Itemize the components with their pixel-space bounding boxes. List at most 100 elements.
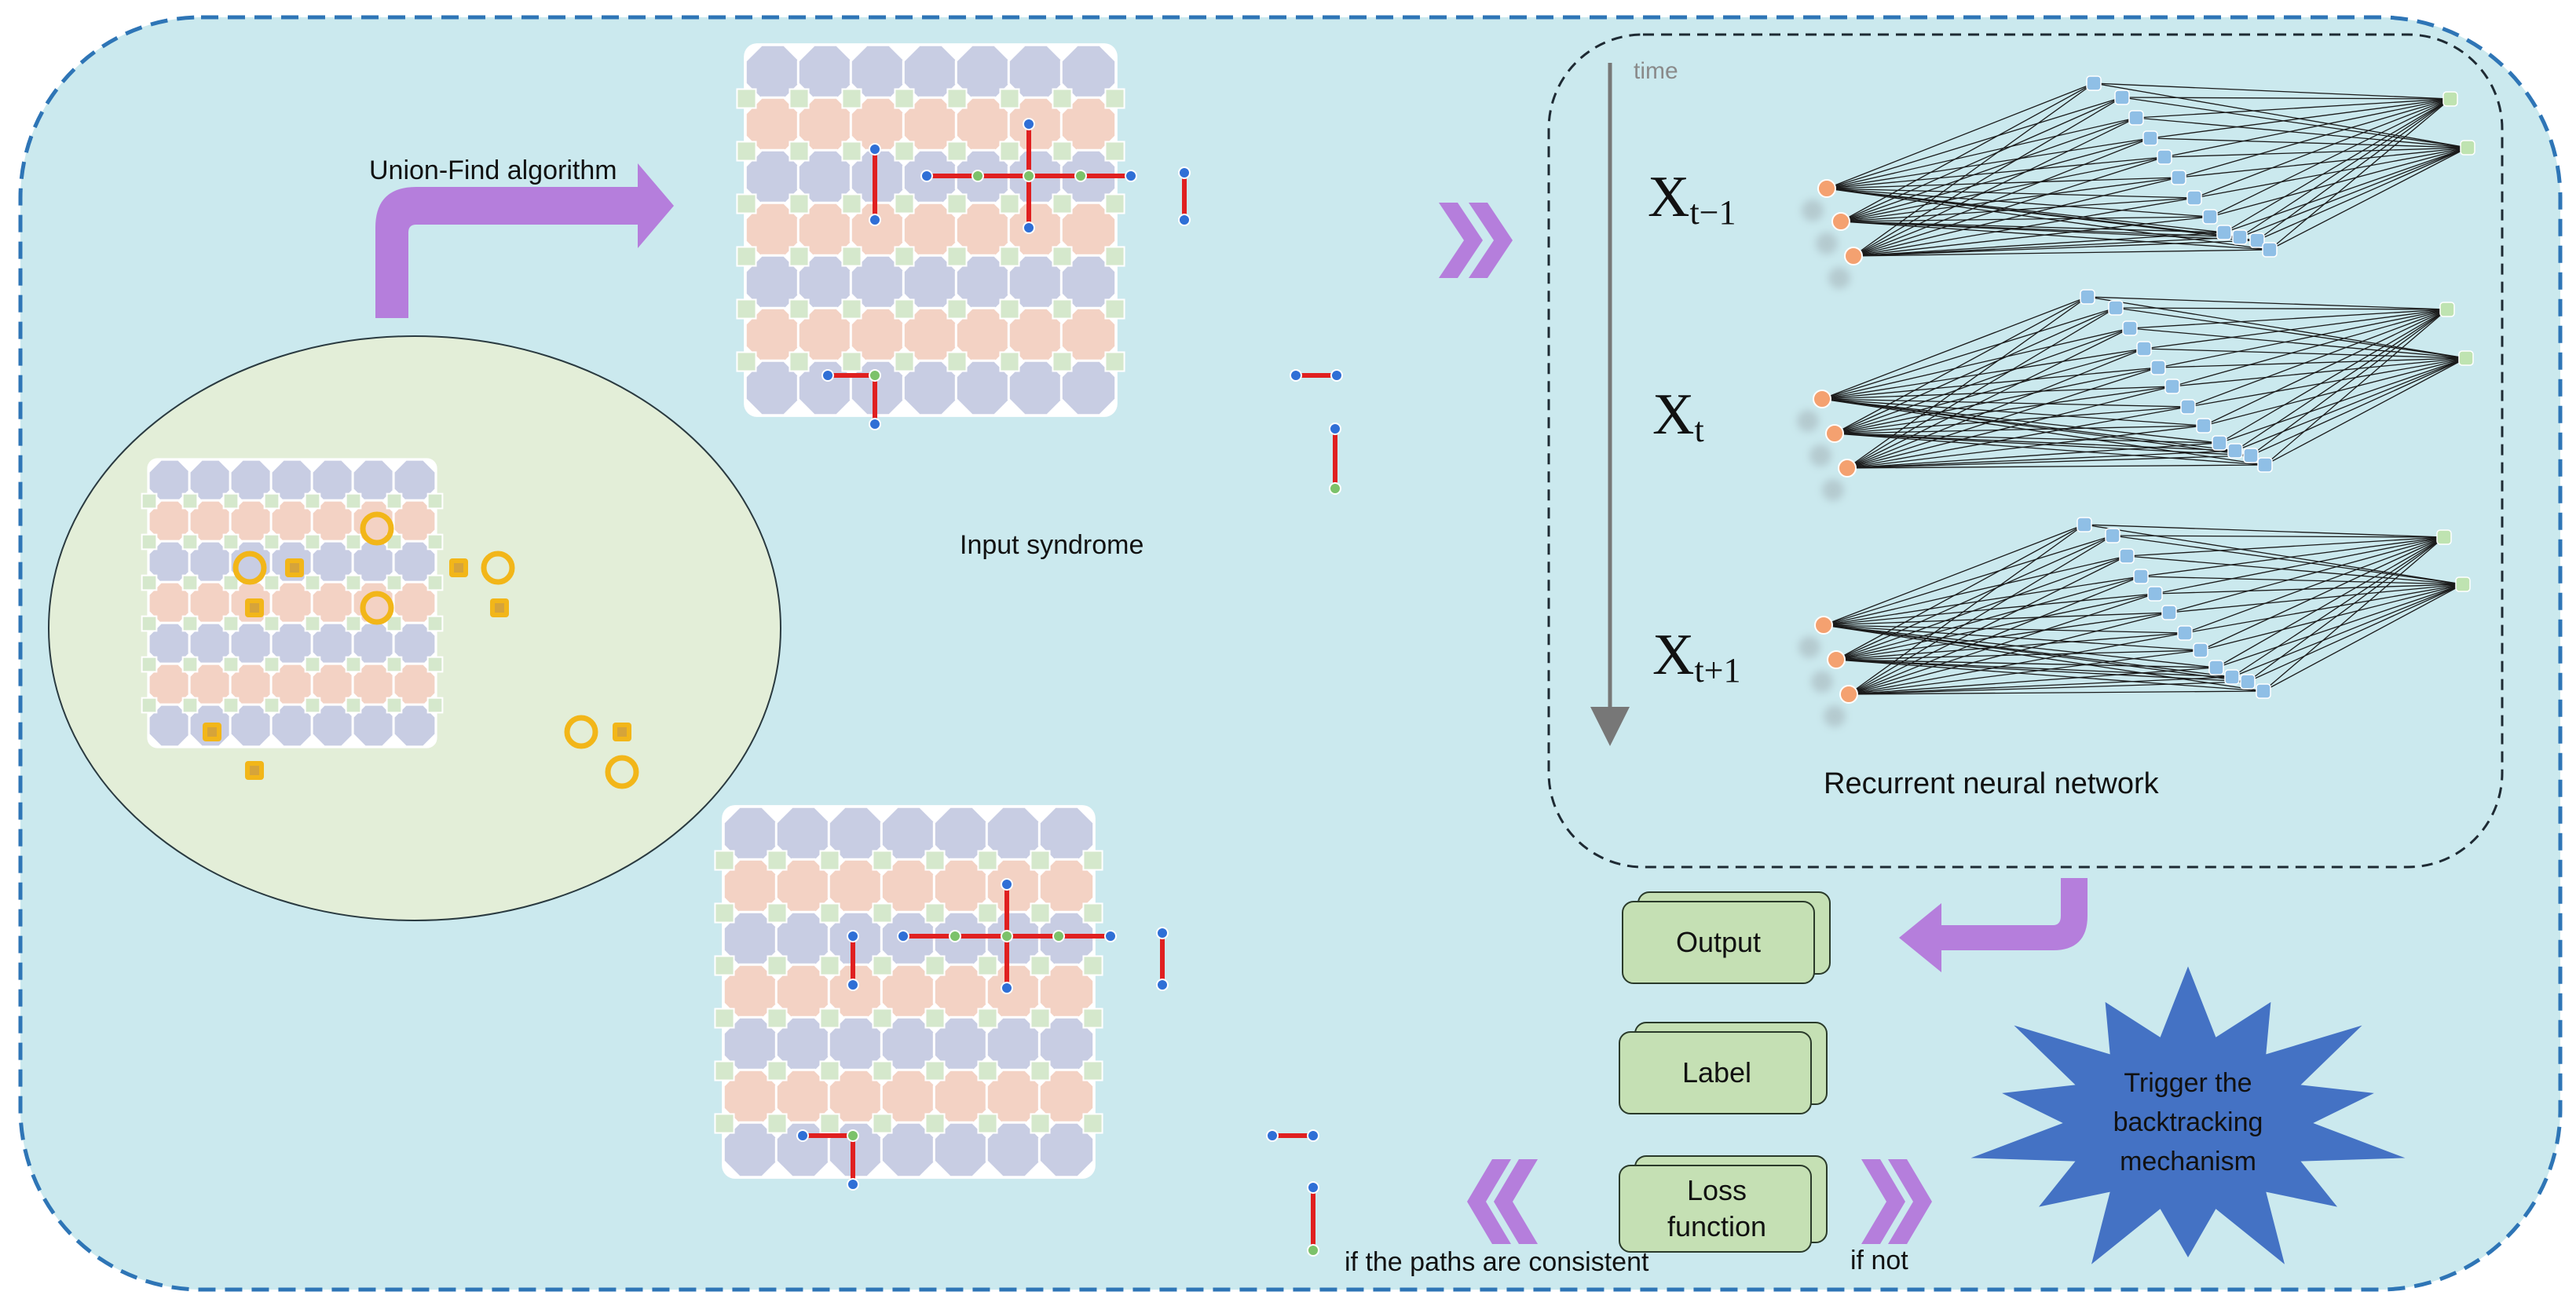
lattice-square bbox=[714, 1113, 735, 1134]
lattice-square bbox=[426, 615, 444, 632]
nn-edge bbox=[2223, 147, 2468, 233]
nn-edge bbox=[2247, 536, 2445, 682]
nn-edge bbox=[2234, 309, 2448, 452]
path-node bbox=[1307, 1129, 1319, 1142]
rnn-box bbox=[1547, 33, 2504, 869]
nn-edge bbox=[2112, 535, 2464, 585]
path-node bbox=[869, 369, 881, 382]
nn-edge bbox=[1840, 156, 2165, 222]
nn-edge bbox=[1848, 576, 2142, 695]
nn-edge bbox=[2256, 147, 2468, 241]
lattice-square bbox=[304, 697, 321, 714]
path-node bbox=[796, 1129, 809, 1142]
lattice-square bbox=[736, 351, 757, 372]
nn-edge bbox=[2264, 357, 2467, 466]
nn-edge bbox=[1826, 137, 2151, 189]
lattice-square bbox=[714, 1060, 735, 1081]
path-node bbox=[1290, 369, 1302, 382]
nn-edge bbox=[2178, 98, 2451, 178]
lattice-square bbox=[181, 615, 199, 632]
lattice-square bbox=[386, 656, 403, 673]
x-t-minus-1-label: Xt−1 bbox=[1648, 165, 1736, 232]
lattice-square bbox=[977, 902, 998, 924]
nn-edge bbox=[2234, 357, 2467, 452]
nn-edge bbox=[1834, 433, 2220, 444]
nn-edge bbox=[1846, 386, 2173, 469]
lattice-square bbox=[345, 574, 362, 591]
lattice-square bbox=[141, 615, 158, 632]
lattice-square bbox=[141, 533, 158, 551]
nn-edge bbox=[2126, 555, 2464, 585]
hidden-node bbox=[2150, 360, 2166, 375]
nn-edge bbox=[1853, 117, 2137, 257]
lattice-square bbox=[789, 88, 810, 109]
lattice-square bbox=[263, 615, 280, 632]
nn-edge bbox=[2157, 309, 2448, 368]
lattice-square bbox=[1052, 193, 1073, 214]
nn-edge bbox=[1834, 307, 2117, 434]
hidden-node bbox=[2257, 457, 2273, 473]
node-shadow bbox=[1824, 705, 1846, 727]
hidden-node bbox=[2119, 548, 2135, 564]
nn-edge bbox=[1835, 593, 2156, 660]
nn-edge bbox=[1821, 328, 2131, 400]
output-arrow-icon bbox=[1899, 878, 2088, 972]
syndrome-ring bbox=[360, 591, 394, 625]
nn-edge bbox=[2157, 357, 2467, 368]
hidden-node bbox=[2208, 660, 2224, 675]
lattice-square bbox=[872, 850, 893, 871]
lattice-square bbox=[263, 533, 280, 551]
lattice-square bbox=[819, 1113, 840, 1134]
nn-edge bbox=[2231, 584, 2464, 678]
lattice-square bbox=[999, 246, 1020, 267]
path-node bbox=[971, 170, 984, 182]
hidden-node bbox=[2232, 229, 2248, 245]
nn-edge bbox=[1840, 197, 2195, 222]
lattice-square bbox=[714, 1008, 735, 1029]
lattice-square bbox=[789, 351, 810, 372]
lattice-square bbox=[1052, 141, 1073, 162]
nn-edge bbox=[2126, 536, 2445, 557]
path-node bbox=[847, 1129, 859, 1142]
nn-edge bbox=[2264, 309, 2448, 466]
lattice-square bbox=[894, 351, 915, 372]
hidden-node bbox=[2164, 379, 2180, 394]
lattice-square bbox=[1082, 1060, 1103, 1081]
hidden-node bbox=[2133, 569, 2149, 584]
lattice-square bbox=[894, 246, 915, 267]
lattice-square bbox=[345, 533, 362, 551]
path-node bbox=[1023, 221, 1035, 234]
hidden-node bbox=[2147, 586, 2163, 602]
nn-edge bbox=[2263, 536, 2445, 692]
nn-edge bbox=[1848, 593, 2156, 695]
nn-edge bbox=[1834, 406, 2189, 434]
input-node bbox=[1827, 650, 1846, 669]
output-node bbox=[2439, 302, 2455, 317]
lattice-square bbox=[999, 351, 1020, 372]
union-find-label: Union-Find algorithm bbox=[369, 156, 617, 185]
path-node bbox=[1074, 170, 1087, 182]
lattice-square bbox=[141, 656, 158, 673]
nn-edge bbox=[1835, 576, 2142, 660]
lattice-square bbox=[789, 141, 810, 162]
node-shadow bbox=[1816, 232, 1838, 254]
lattice-square bbox=[999, 88, 1020, 109]
nn-edge bbox=[1834, 425, 2205, 434]
lattice-square bbox=[304, 656, 321, 673]
lattice-square bbox=[1104, 298, 1125, 320]
nn-edge bbox=[2269, 147, 2468, 251]
lattice-square bbox=[924, 1060, 946, 1081]
syndrome-square-core bbox=[250, 766, 259, 775]
hidden-node bbox=[2240, 674, 2256, 690]
rnn-layers bbox=[1797, 75, 2475, 727]
lattice-square bbox=[819, 955, 840, 976]
lattice-square bbox=[181, 574, 199, 591]
nn-edge bbox=[1826, 156, 2165, 189]
lattice-square bbox=[977, 955, 998, 976]
output-card: Output bbox=[1622, 891, 1831, 984]
hidden-node bbox=[2105, 528, 2120, 543]
lattice-square bbox=[789, 193, 810, 214]
hidden-node bbox=[2161, 605, 2177, 620]
nn-edge bbox=[2250, 357, 2467, 456]
lattice-square bbox=[872, 902, 893, 924]
